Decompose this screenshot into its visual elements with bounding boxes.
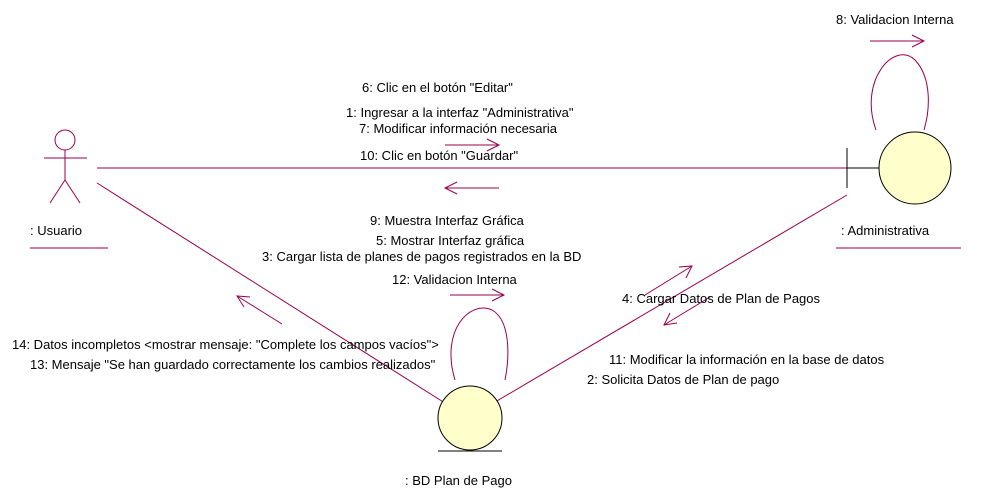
label-m5: 5: Mostrar Interfaz gráfica xyxy=(376,233,525,248)
link-usuario-bdplan xyxy=(96,182,449,406)
label-m6: 6: Clic en el botón "Editar" xyxy=(362,80,513,95)
label-m8: 8: Validacion Interna xyxy=(836,12,954,27)
arrow-m3-icon xyxy=(644,265,693,296)
label-m13: 13: Mensaje "Se han guardado correctamen… xyxy=(30,357,436,372)
label-m4: 4: Cargar Datos de Plan de Pagos xyxy=(622,291,821,306)
arrow-m11-icon xyxy=(663,296,711,326)
label-m7: 7: Modificar información necesaria xyxy=(359,121,558,136)
arrow-m8-icon xyxy=(870,34,926,48)
label-m11: 11: Modificar la información en la base … xyxy=(609,352,885,367)
label-usuario: : Usuario xyxy=(30,223,82,238)
arrow-m14-icon xyxy=(236,295,283,325)
label-m2: 2: Solicita Datos de Plan de pago xyxy=(587,372,779,387)
arrow-m9-icon xyxy=(443,181,499,195)
label-administrativa: : Administrativa xyxy=(841,223,930,238)
label-m3: 3: Cargar lista de planes de pagos regis… xyxy=(262,249,581,264)
label-m9: 9: Muestra Interfaz Gráfica xyxy=(370,213,525,228)
self-loop-administrativa xyxy=(870,54,929,131)
label-m1: 1: Ingresar a la interfaz "Administrativ… xyxy=(346,105,574,120)
self-loop-bdplan xyxy=(450,307,509,381)
label-m12: 12: Validacion Interna xyxy=(392,272,518,287)
actor-usuario-icon xyxy=(44,129,87,204)
arrow-m12-icon xyxy=(450,288,506,302)
entity-bdplan-icon xyxy=(437,385,503,452)
label-bdplan: : BD Plan de Pago xyxy=(405,473,512,488)
control-administrativa-icon xyxy=(846,131,952,205)
link-administrativa-bdplan xyxy=(489,194,848,406)
arrow-m1-icon xyxy=(445,138,501,152)
label-m10: 10: Clic en botón "Guardar" xyxy=(360,148,518,163)
label-m14: 14: Datos incompletos <mostrar mensaje: … xyxy=(12,337,439,352)
